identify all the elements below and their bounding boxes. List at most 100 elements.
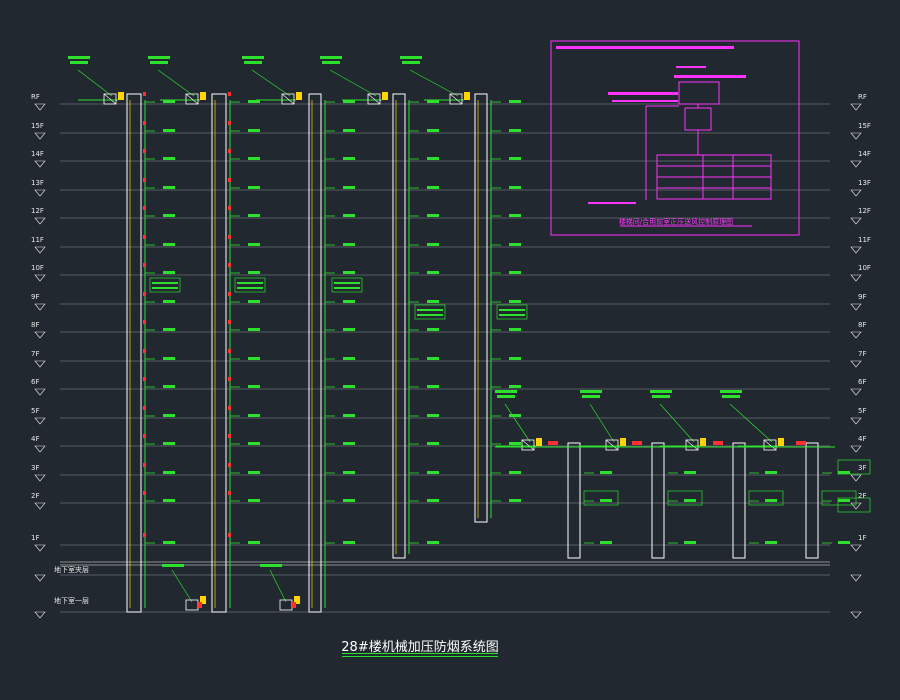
fan-tag <box>402 61 420 64</box>
outlet-tag <box>427 385 439 388</box>
damper-mark <box>292 602 296 608</box>
damper-mark <box>143 463 146 467</box>
outlet-tag <box>163 243 175 246</box>
damper-mark <box>143 235 146 239</box>
equipment-callout <box>496 304 528 320</box>
elevation-marker <box>850 611 862 619</box>
outlet-tag <box>163 499 175 502</box>
title-underline-2 <box>342 656 498 657</box>
damper-mark <box>228 92 231 96</box>
elevation-marker <box>850 388 862 396</box>
floor-label-left: 10F <box>31 264 44 272</box>
duct-shaft <box>567 442 581 559</box>
outlet-tag <box>427 271 439 274</box>
elevation-marker <box>850 417 862 425</box>
outlet-tag <box>509 385 521 388</box>
outlet-tag <box>163 186 175 189</box>
duct-shaft <box>732 442 746 559</box>
outlet-tag <box>248 442 260 445</box>
outlet-tag <box>600 499 612 502</box>
floor-label-right: RF <box>858 93 867 101</box>
elevation-marker <box>34 217 46 225</box>
elevation-marker <box>34 574 46 582</box>
outlet-tag <box>509 499 521 502</box>
floor-label-left: 1F <box>31 534 40 542</box>
outlet-tag <box>163 471 175 474</box>
elevation-marker <box>34 303 46 311</box>
damper-mark <box>143 178 146 182</box>
elevation-marker <box>34 388 46 396</box>
floor-label-right: 13F <box>858 179 871 187</box>
elevation-marker <box>850 360 862 368</box>
floor-label-right: 3F <box>858 464 867 472</box>
fan-cross <box>605 439 619 451</box>
floor-label-right: 14F <box>858 150 871 158</box>
elevation-marker <box>850 274 862 282</box>
damper-mark <box>228 121 231 125</box>
elevation-marker <box>850 189 862 197</box>
elevation-marker <box>850 160 862 168</box>
damper-mark <box>228 491 231 495</box>
floor-label-right: 9F <box>858 293 867 301</box>
floor-label-right: 11F <box>858 236 871 244</box>
outlet-tag <box>427 243 439 246</box>
elevation-marker <box>850 303 862 311</box>
fan-cross <box>763 439 777 451</box>
outlet-tag <box>427 442 439 445</box>
floor-label-left: 7F <box>31 350 40 358</box>
elevation-marker <box>850 574 862 582</box>
damper-mark <box>228 235 231 239</box>
fan-cross <box>449 93 463 105</box>
outlet-tag <box>248 471 260 474</box>
floor-label-left: 2F <box>31 492 40 500</box>
damper-mark <box>228 434 231 438</box>
fan-tag <box>148 56 170 59</box>
fan-tag <box>322 61 340 64</box>
outlet-tag <box>509 300 521 303</box>
floor-label-left: 4F <box>31 435 40 443</box>
fan-motor <box>700 438 706 446</box>
damper-mark <box>228 349 231 353</box>
damper-mark <box>228 377 231 381</box>
leader-line <box>171 569 193 603</box>
outlet-tag <box>765 471 777 474</box>
outlet-tag <box>509 442 521 445</box>
floor-label-left: 9F <box>31 293 40 301</box>
elevation-marker <box>34 417 46 425</box>
elevation-marker <box>34 445 46 453</box>
outlet-tag <box>248 357 260 360</box>
elevation-marker <box>850 132 862 140</box>
outlet-tag <box>427 328 439 331</box>
outlet-tag <box>163 328 175 331</box>
equipment-callout <box>149 277 181 293</box>
leader-line <box>659 403 695 443</box>
floor-label-right: 4F <box>858 435 867 443</box>
outlet-tag <box>427 499 439 502</box>
outlet-tag <box>343 300 355 303</box>
basement-fans <box>162 564 300 611</box>
outlet-tag <box>838 541 850 544</box>
outlet-tag <box>509 328 521 331</box>
damper-mark <box>228 178 231 182</box>
outlet-tag <box>163 442 175 445</box>
floor-label-left: RF <box>31 93 40 101</box>
outlet-tag <box>248 300 260 303</box>
duct-shaft <box>308 93 322 613</box>
outlet-tag <box>343 385 355 388</box>
damper-mark <box>143 292 146 296</box>
outlet-tag <box>163 214 175 217</box>
floor-label-right: 2F <box>858 492 867 500</box>
elevation-marker <box>34 274 46 282</box>
basement-label: 地下室夹层 <box>54 566 89 574</box>
elevation-marker <box>34 360 46 368</box>
outlet-tag <box>427 100 439 103</box>
elevation-marker <box>34 103 46 111</box>
fan-tag <box>495 390 517 393</box>
outlet-tag <box>248 414 260 417</box>
damper-mark <box>143 349 146 353</box>
green-risers <box>129 92 857 608</box>
outlet-tag <box>765 541 777 544</box>
floor-label-left: 12F <box>31 207 44 215</box>
damper-mark <box>143 206 146 210</box>
